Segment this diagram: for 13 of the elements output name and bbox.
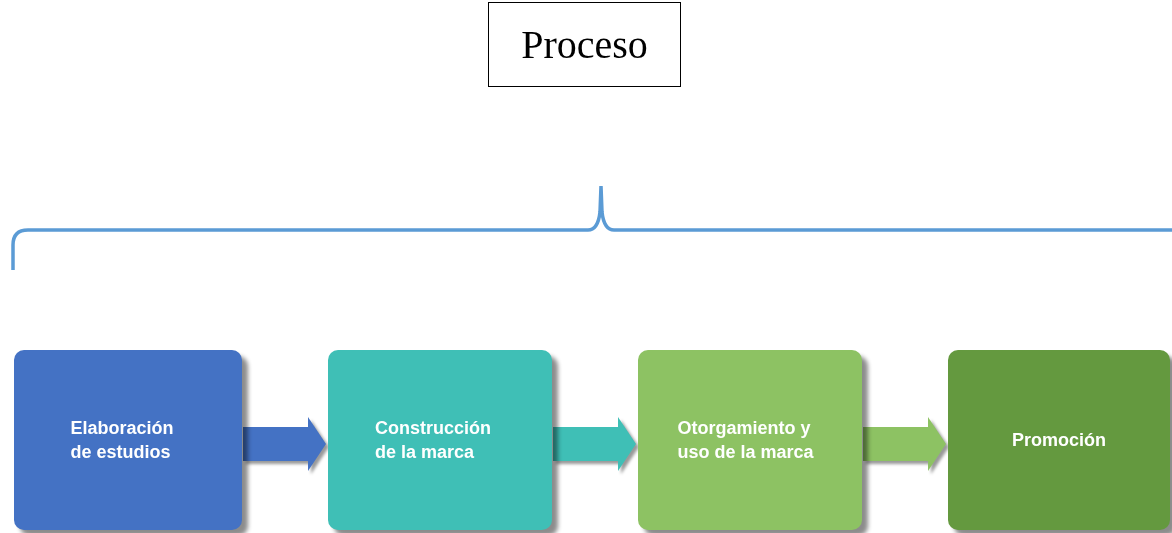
block-arrow <box>243 417 326 471</box>
step-label: Otorgamiento y uso de la marca <box>677 416 815 464</box>
process-box <box>948 350 1170 530</box>
title-box <box>488 2 681 87</box>
step-label: Elaboración de estudios <box>70 416 175 464</box>
step-label: Construcción de la marca <box>375 416 492 464</box>
block-arrow <box>863 417 946 471</box>
block-arrow <box>553 417 636 471</box>
process-box <box>14 350 242 530</box>
process-box <box>638 350 862 530</box>
step-label: Promoción <box>1012 428 1106 452</box>
process-box <box>328 350 552 530</box>
title-text: Proceso <box>521 21 648 68</box>
